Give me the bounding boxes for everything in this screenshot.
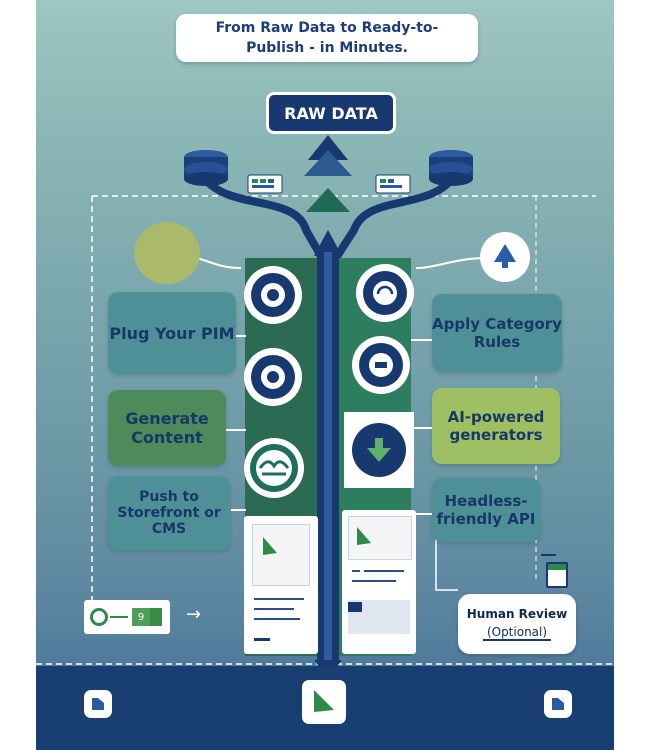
up-arrow-icon (494, 244, 516, 268)
ai-download-box (344, 412, 414, 488)
central-stem-highlight (324, 252, 332, 662)
rules-gear-icon (350, 334, 412, 396)
gear-icon-2 (242, 346, 304, 408)
small-device-icon (546, 562, 568, 588)
doc-line (254, 598, 304, 600)
doc-line (364, 570, 404, 572)
card-ai-generators-label: AI-powered generators (447, 408, 545, 444)
human-review-subtitle: (Optional) (482, 625, 552, 641)
diagram-canvas: From Raw Data to Ready-to-Publish - in M… (36, 0, 614, 750)
arrow-right-icon: → (186, 604, 202, 625)
up-arrow-circle (480, 232, 530, 282)
connector-human-review (435, 520, 458, 591)
card-headless-api: Headless-friendly API (432, 478, 540, 542)
raw-down-arrow-2 (304, 150, 352, 176)
server-left-icon (247, 174, 283, 194)
integration-widget: 9 (84, 600, 170, 634)
connector-right-circle (415, 257, 487, 269)
doc-line (352, 570, 360, 572)
cloud-gear-icon (242, 436, 306, 500)
olive-circle (134, 222, 200, 284)
server-right-icon (375, 174, 411, 194)
card-plug-pim-label: Plug Your PIM (109, 323, 235, 343)
card-ai-generators: AI-powered generators (432, 388, 560, 464)
gear-icon-1 (242, 264, 304, 326)
human-review-title: Human Review (466, 607, 568, 621)
integration-block (150, 608, 162, 626)
document-card-right (342, 510, 416, 654)
bottom-right-logo-icon (544, 690, 572, 718)
doc-line (254, 608, 294, 610)
integration-circle-icon (90, 608, 108, 626)
card-category-rules-label: Apply Category Rules (432, 315, 562, 351)
title-box: From Raw Data to Ready-to-Publish - in M… (176, 14, 478, 62)
card-plug-pim: Plug Your PIM (108, 292, 236, 374)
raw-down-arrow-1 (308, 135, 348, 160)
database-left-icon (184, 150, 228, 186)
integration-badge: 9 (132, 608, 150, 626)
doc-line (254, 618, 300, 620)
raw-data-badge: RAW DATA (266, 92, 396, 134)
human-review-box: Human Review (Optional) (458, 594, 576, 654)
card-headless-api-label: Headless-friendly API (436, 492, 536, 528)
document-preview-left (252, 524, 310, 586)
center-merge-arrow (314, 230, 342, 256)
doc-line (254, 638, 270, 641)
doc-line (352, 580, 396, 582)
card-push-storefront: Push to Storefront or CMS (108, 476, 230, 550)
leaf-logo-icon (357, 527, 371, 545)
card-push-storefront-label: Push to Storefront or CMS (117, 489, 221, 537)
document-footer-tag (348, 602, 362, 612)
card-generate-content: Generate Content (108, 390, 226, 466)
card-generate-content-label: Generate Content (125, 409, 209, 447)
raw-data-label: RAW DATA (284, 103, 378, 123)
document-preview-right (348, 516, 412, 560)
diagram-title: From Raw Data to Ready-to-Publish - in M… (215, 20, 439, 56)
bottom-left-logo-icon (84, 690, 112, 718)
document-card-left (244, 516, 318, 654)
leaf-logo-icon (263, 537, 277, 555)
integration-link (110, 616, 128, 618)
card-category-rules: Apply Category Rules (432, 294, 562, 372)
database-right-icon (429, 150, 473, 186)
download-arrow-icon (352, 423, 406, 477)
headset-gear-icon (354, 262, 416, 324)
up-arrow-chevron (306, 188, 350, 212)
right-pipe (332, 177, 455, 261)
bottom-center-leaf-icon (302, 680, 346, 724)
left-pipe (202, 177, 326, 260)
